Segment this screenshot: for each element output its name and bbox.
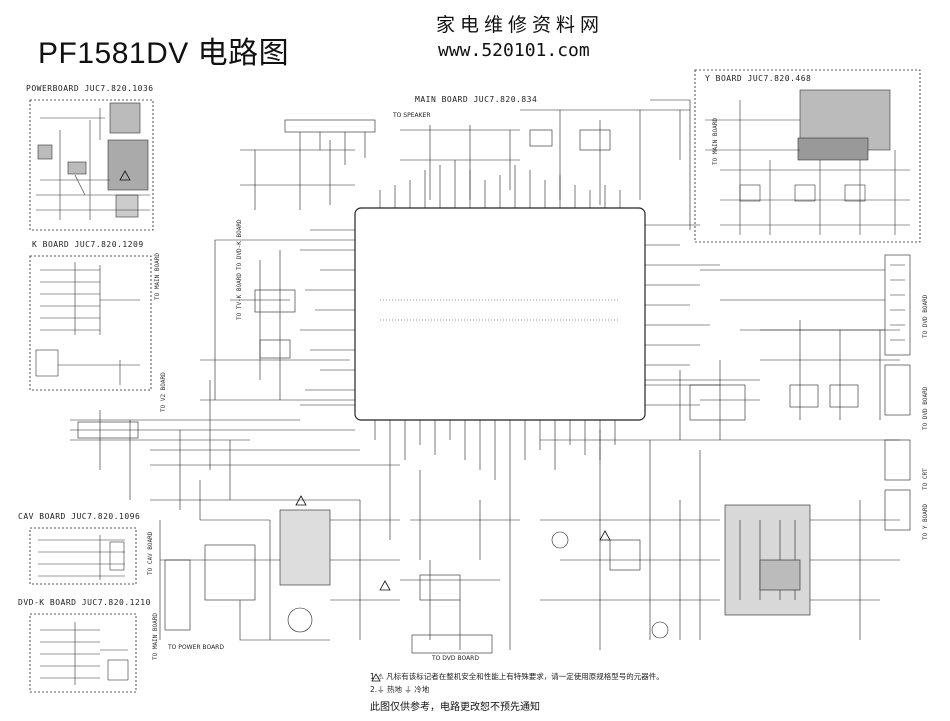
power-ic-block — [107, 139, 149, 191]
note-ground: 2.⏚ 热地 ⏚ 冷地 — [370, 685, 430, 694]
dvdk-board-label: DVD-K BOARD JUC7.820.1210 — [18, 598, 151, 607]
dvdk-board-outline — [29, 613, 137, 693]
main-board-label: MAIN BOARD JUC7.820.834 — [415, 95, 538, 104]
footer-disclaimer: 此图仅供参考，电路更改恕不预先通知 — [370, 702, 540, 713]
cav-board-label: CAV BOARD JUC7.820.1096 — [18, 512, 141, 521]
cav-board-outline — [29, 527, 137, 585]
power-regulator — [115, 194, 139, 218]
page-title: PF1581DV 电路图 — [38, 37, 290, 70]
bridge-rectifier — [37, 144, 53, 160]
power-board-label: POWERBOARD JUC7.820.1036 — [26, 84, 154, 93]
k-board-outline — [29, 255, 152, 391]
note-safety: 1.⚠ 凡标有该标记者在整机安全和性能上有特殊要求，请一定使用原规格型号的元器件… — [370, 672, 664, 681]
main-ic — [354, 207, 646, 421]
power-connector-block — [164, 559, 191, 631]
site-url-watermark: www.520101.com — [438, 40, 590, 61]
to-speaker-label: TO SPEAKER — [393, 112, 431, 119]
to-dvd-board-label: TO DVD BOARD — [432, 655, 479, 662]
k-board-label: K BOARD JUC7.820.1209 — [32, 240, 144, 249]
power-transformer — [109, 102, 141, 134]
power-filter — [67, 161, 87, 175]
y-board-outline — [694, 69, 921, 243]
y-board-ic — [797, 137, 869, 161]
site-name-watermark: 家电维修资料网 — [436, 14, 605, 36]
power-board-outline — [29, 99, 154, 231]
y-board-label: Y BOARD JUC7.820.468 — [705, 74, 812, 83]
to-power-board-label: TO POWER BOARD — [168, 644, 224, 651]
